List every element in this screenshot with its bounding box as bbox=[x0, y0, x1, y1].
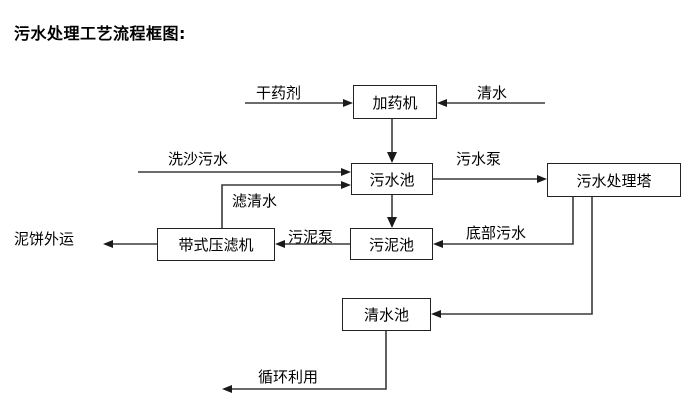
edge-label-bottom-sewage: 底部污水 bbox=[466, 224, 527, 242]
edge-tower-to-clean-water-pool bbox=[431, 197, 593, 318]
node-dosing-machine[interactable]: 加药机 bbox=[353, 85, 437, 119]
page-title: 污水处理工艺流程框图: bbox=[14, 24, 186, 43]
node-treatment-tower[interactable]: 污水处理塔 bbox=[547, 163, 681, 197]
edge-filter-press-to-mud-cake bbox=[103, 240, 157, 248]
terminal-dry-chemical: 干药剂 bbox=[256, 84, 302, 102]
edge-clean-water-to-dosing bbox=[437, 99, 545, 107]
edge-filtered-water-to-wastewater-pool bbox=[221, 181, 351, 228]
node-clean-water-pool[interactable]: 清水池 bbox=[342, 298, 431, 331]
terminal-clean-water-inlet: 清水 bbox=[477, 84, 508, 102]
node-label: 加药机 bbox=[372, 93, 418, 112]
edge-label-sludge-pump: 污泥泵 bbox=[288, 228, 334, 246]
edge-label-filtered-water: 滤清水 bbox=[232, 192, 278, 210]
edge-dry-chemical-to-dosing bbox=[245, 99, 353, 107]
terminal-sand-wash-water: 洗沙污水 bbox=[168, 150, 229, 168]
edge-tower-bottom-sewage-to-sludge-pool bbox=[433, 197, 574, 248]
node-label: 污水池 bbox=[369, 170, 415, 189]
edge-wastewater-pool-to-sludge-pool bbox=[387, 195, 397, 228]
edge-dosing-to-wastewater-pool bbox=[387, 119, 397, 163]
edge-label-sewage-pump: 污水泵 bbox=[456, 150, 502, 168]
node-wastewater-pool[interactable]: 污水池 bbox=[351, 163, 433, 195]
node-sludge-pool[interactable]: 污泥池 bbox=[350, 228, 433, 260]
node-label: 带式压滤机 bbox=[178, 236, 254, 254]
node-belt-filter-press[interactable]: 带式压滤机 bbox=[157, 228, 275, 261]
edge-sand-wash-to-wastewater-pool bbox=[138, 168, 351, 176]
node-label: 污泥池 bbox=[368, 235, 414, 254]
node-label: 污水处理塔 bbox=[576, 171, 652, 190]
terminal-mud-cake-out: 泥饼外运 bbox=[14, 230, 75, 248]
node-label: 清水池 bbox=[363, 306, 409, 324]
edge-sludge-pool-to-filter-press bbox=[275, 240, 350, 248]
edge-label-recycle-reuse: 循环利用 bbox=[258, 368, 319, 386]
edge-wastewater-pool-to-tower bbox=[433, 175, 547, 183]
edge-clean-water-pool-recycle bbox=[222, 331, 387, 393]
